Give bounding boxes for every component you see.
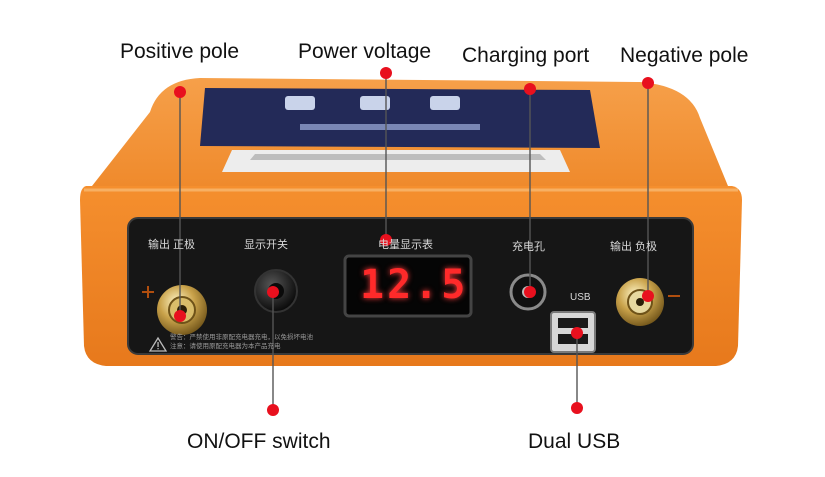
charging-hole-text: 充电孔 <box>512 241 545 253</box>
label-positive-pole: Positive pole <box>120 40 240 63</box>
label-negative-pole: Negative pole <box>620 44 749 67</box>
warning-text-1: 警告：严禁使用非原配充电器充电，以免损坏电池 <box>170 334 313 341</box>
top-label <box>200 88 600 148</box>
voltmeter-text: 电量显示表 <box>378 239 433 251</box>
label-charging-port: Charging port <box>462 44 590 67</box>
usb-text: USB <box>570 292 591 303</box>
warning-text-2: 注意：请使用原配充电器为本产品充电 <box>170 343 281 350</box>
output-positive-text: 输出 正极 <box>148 239 196 251</box>
output-negative-text: 输出 负极 <box>610 241 658 253</box>
label-on-off-switch: ON/OFF switch <box>187 430 331 453</box>
plus-icon <box>142 286 154 298</box>
label-dual-usb: Dual USB <box>528 430 621 453</box>
display-switch-text: 显示开关 <box>244 239 288 251</box>
voltage-readout: 12.5 <box>360 262 469 308</box>
callout-dots <box>174 67 654 416</box>
label-power-voltage: Power voltage <box>298 40 432 63</box>
warning-icon <box>148 336 168 352</box>
voltmeter-display <box>343 254 473 318</box>
